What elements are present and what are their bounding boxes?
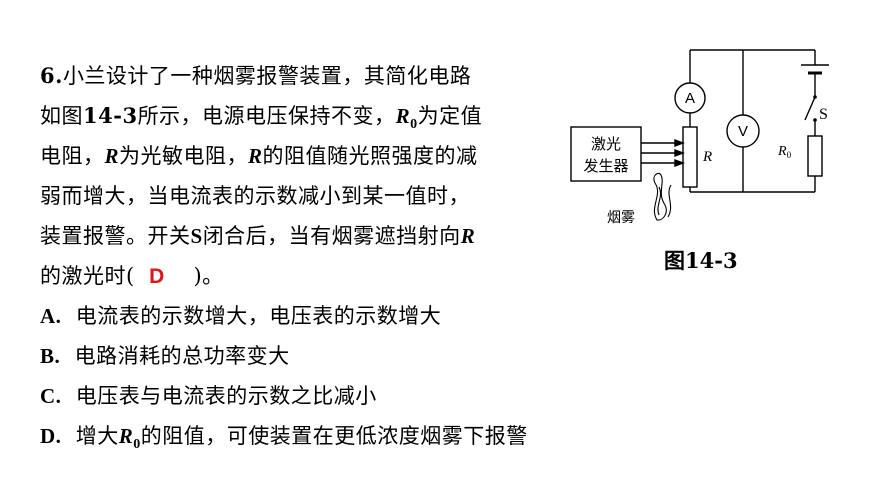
photoresistor-r xyxy=(682,126,698,188)
switch-blade xyxy=(804,96,816,121)
resistor-r0 xyxy=(807,135,823,177)
answer-mark: D xyxy=(149,265,165,288)
voltmeter-label: V xyxy=(738,123,748,140)
question-line-1: 6.小兰设计了一种烟雾报警装置，其简化电路 xyxy=(40,63,472,88)
s-symbol: S xyxy=(190,224,203,248)
r-label: R xyxy=(702,149,712,165)
figure-caption: 图14-3 xyxy=(664,248,738,273)
r-symbol: R xyxy=(460,224,476,248)
question-line-2: 如图14-3所示，电源电压保持不变，R0为定值 xyxy=(40,103,483,133)
smoke-icon xyxy=(653,172,672,221)
question-line-5: 装置报警。开关S闭合后，当有烟雾遮挡射向R xyxy=(40,224,476,248)
option-a: A. 电流表的示数增大，电压表的示数增大 xyxy=(40,304,442,328)
question-number: 6. xyxy=(40,63,63,88)
r0-symbol: R0 xyxy=(395,104,418,133)
r-symbol: R xyxy=(248,144,263,168)
laser-generator xyxy=(570,126,642,182)
switch-label: S xyxy=(819,106,828,123)
question-line-6: 的激光时( D )。 xyxy=(40,264,224,288)
ammeter xyxy=(674,82,706,114)
r-symbol: R xyxy=(104,144,120,168)
r0-label: R0 xyxy=(777,144,792,160)
smoke-label: 烟雾 xyxy=(607,210,635,226)
voltmeter xyxy=(726,114,760,148)
ammeter-label: A xyxy=(685,90,695,107)
r0-symbol: R0 xyxy=(118,424,141,453)
question-line-3: 电阻，R为光敏电阻，R的阻值随光照强度的减 xyxy=(40,144,478,168)
svg-text:激光: 激光 xyxy=(591,135,621,153)
question-line-4: 弱而增大，当电流表的示数减小到某一值时， xyxy=(40,184,470,208)
option-d: D. 增大R0的阻值，可使装置在更低浓度烟雾下报警 xyxy=(40,424,528,453)
svg-text:发生器: 发生器 xyxy=(583,157,628,175)
circuit-diagram: S R0 A V R 激光 发生器 烟雾 xyxy=(570,49,829,226)
laser-beams xyxy=(641,138,685,168)
option-b: B. 电路消耗的总功率变大 xyxy=(40,344,290,368)
option-c: C. 电压表与电流表的示数之比减小 xyxy=(40,384,377,408)
